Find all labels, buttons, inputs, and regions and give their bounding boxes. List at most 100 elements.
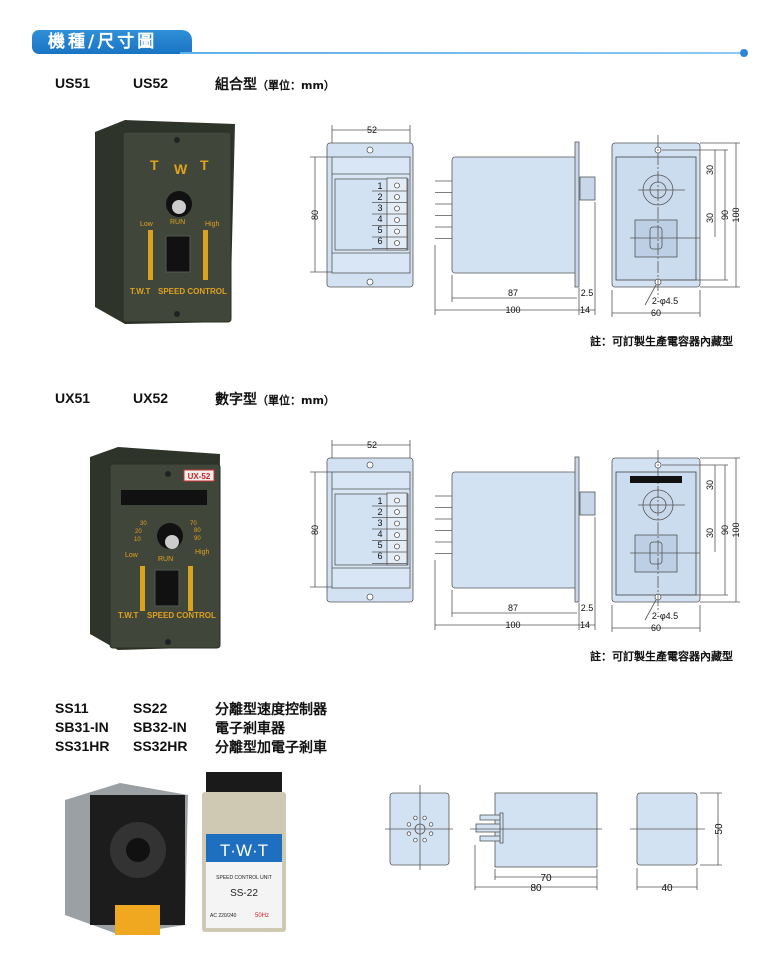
type-name: 分離型加電子剎車	[215, 740, 327, 756]
socket-pin	[422, 837, 427, 843]
speed-control-label: SPEED CONTROL	[147, 611, 216, 620]
capacitor-note: 註：可訂製生產電容器內藏型	[590, 335, 733, 348]
digital-display	[121, 490, 207, 505]
terminal-screw	[394, 543, 400, 550]
dim-depth-100: 100	[505, 305, 520, 315]
relay-socket-photo	[65, 783, 188, 935]
brand-letter: T	[200, 157, 209, 173]
terminal-screw	[394, 205, 400, 212]
low-label: Low	[125, 552, 139, 559]
dim-width-60: 60	[651, 308, 661, 318]
socket-pin	[428, 831, 434, 836]
terminal-number: 2	[377, 192, 382, 202]
header-divider	[180, 52, 745, 54]
terminal-screw	[394, 555, 400, 561]
terminal-screw	[394, 240, 400, 246]
dim-height-100: 100	[731, 207, 741, 222]
terminal-screw	[394, 217, 400, 223]
unit-frequency: 50Hz	[255, 913, 269, 919]
scale-label: 20	[135, 529, 142, 535]
terminal-screw	[394, 532, 400, 538]
socket-pin	[422, 815, 427, 821]
brand-letter: W	[174, 161, 188, 177]
unit-note: （單位：mm）	[257, 394, 335, 407]
low-label: Low	[140, 221, 154, 228]
dim-30-upper: 30	[705, 480, 715, 490]
type-name: 分離型速度控制器	[215, 702, 327, 718]
scale-label: 90	[194, 536, 201, 542]
ux-dimension-drawing: 52 80 1 2 3 4 5 6 87 2.5 100 14 30 30 90…	[300, 435, 760, 670]
high-label: High	[205, 221, 220, 228]
terminal-number: 2	[377, 507, 382, 517]
section-title-tab: 機種/尺寸圖	[32, 30, 192, 54]
dim-width-60: 60	[651, 623, 661, 633]
terminal-number: 3	[377, 518, 382, 528]
model-ux52: UX52	[133, 390, 169, 406]
model-ss32hr: SS32HR	[133, 738, 188, 754]
dim-height-80: 80	[310, 210, 320, 220]
model-ss31hr: SS31HR	[55, 738, 110, 754]
socket-pin	[428, 822, 434, 827]
ss22-unit-photo: T·W·T SPEED CONTROL UNIT SS-22 AC 220/24…	[202, 772, 286, 932]
terminal-screw	[394, 182, 400, 189]
run-label: RUN	[158, 556, 173, 563]
terminal-number: 6	[377, 551, 382, 561]
type-heading: 組合型（單位：mm）	[215, 74, 335, 94]
high-label: High	[195, 549, 210, 556]
logo-text: T.W.T	[118, 611, 139, 620]
terminal-number: 5	[377, 225, 382, 235]
dim-depth-87: 87	[508, 603, 518, 613]
model-us52: US52	[133, 75, 169, 91]
dim-width-40: 40	[661, 883, 673, 894]
terminal-screw	[394, 228, 400, 235]
terminal-screw	[394, 194, 400, 200]
brand-label: T·W·T	[220, 841, 268, 860]
dim-hole-pitch-90: 90	[720, 210, 730, 220]
terminal-number: 1	[377, 496, 382, 506]
dim-flange-2-5: 2.5	[581, 288, 594, 298]
dim-body-70: 70	[540, 873, 552, 884]
brand-letter: T	[150, 157, 159, 173]
dim-mounting-holes: 2-φ4.5	[652, 611, 678, 621]
dim-height-50: 50	[714, 823, 725, 835]
us-dimension-drawing: 52 80 1 2 3 4 5 6 87 2.5 100 14 30 30 90…	[300, 120, 760, 355]
dim-total-80: 80	[530, 883, 542, 894]
type-name: 數字型	[215, 392, 257, 408]
scale-label: 70	[190, 521, 197, 527]
dim-mounting-holes: 2-φ4.5	[652, 296, 678, 306]
dim-depth-100: 100	[505, 620, 520, 630]
model-tag: UX-52	[188, 472, 211, 481]
model-ss11: SS11	[55, 700, 89, 716]
type-heading: 數字型（單位：mm）	[215, 389, 335, 409]
type-name: 組合型	[215, 77, 257, 93]
header-divider-dot	[740, 49, 748, 57]
dim-flange-2-5: 2.5	[581, 603, 594, 613]
terminal-screw	[394, 497, 400, 504]
terminal-number: 5	[377, 540, 382, 550]
model-sb31-in: SB31-IN	[55, 719, 109, 735]
dim-width-52: 52	[367, 125, 377, 135]
ux52-product-photo: UX-52 30 20 10 70 80 90 Low High RUN T.W…	[90, 447, 221, 650]
unit-voltage: AC 220/240	[210, 913, 237, 919]
speed-control-label: SPEED CONTROL	[158, 287, 227, 296]
scale-label: 10	[134, 537, 141, 543]
dim-30-lower: 30	[705, 213, 715, 223]
us52-product-photo: T W T Low High RUN T.W.T SPEED CONTROL	[95, 120, 235, 324]
power-switch	[154, 569, 180, 607]
model-us51: US51	[55, 75, 91, 91]
dim-depth-87: 87	[508, 288, 518, 298]
dim-hole-pitch-90: 90	[720, 525, 730, 535]
ss-dimension-drawing: 70 80 40 50	[385, 785, 725, 894]
scale-label: 80	[194, 528, 201, 534]
socket-pin	[413, 815, 418, 821]
dim-knob-14: 14	[580, 620, 590, 630]
terminal-screw	[394, 520, 400, 527]
dim-30-lower: 30	[705, 528, 715, 538]
model-sb32-in: SB32-IN	[133, 719, 187, 735]
terminal-number: 4	[377, 529, 382, 539]
dim-30-upper: 30	[705, 165, 715, 175]
terminal-number: 3	[377, 203, 382, 213]
capacitor-note: 註：可訂製生產電容器內藏型	[590, 650, 733, 663]
model-ux51: UX51	[55, 390, 91, 406]
terminal-number: 4	[377, 214, 382, 224]
